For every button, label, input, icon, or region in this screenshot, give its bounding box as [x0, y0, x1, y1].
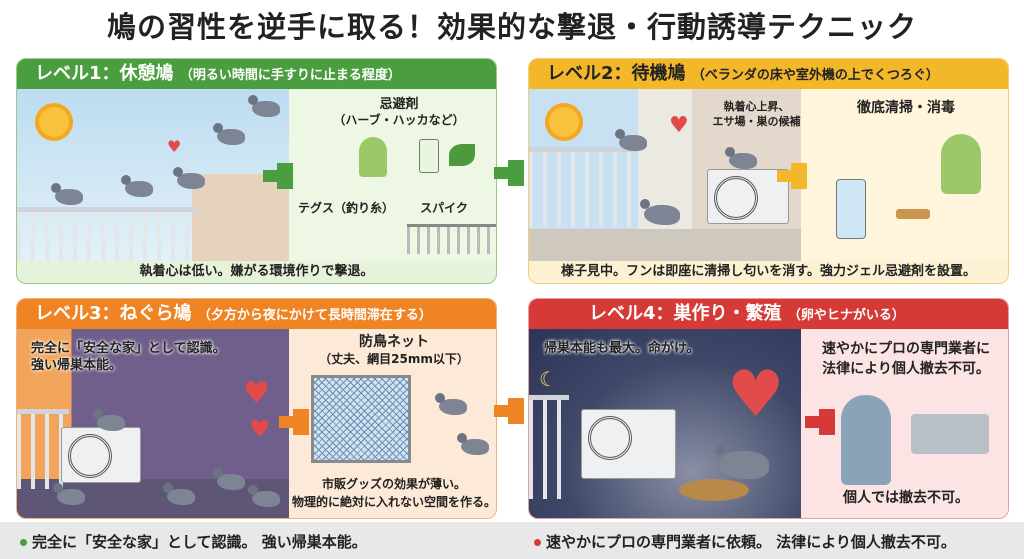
level3-header: レベル3：ねぐら鳩 （夕方から夜にかけて長時間滞在する） — [17, 299, 496, 329]
arrow-icon — [805, 409, 835, 435]
level2-heading: レベル2：待機鳩 — [547, 63, 686, 84]
repellent-label: 忌避剤 — [379, 97, 419, 112]
law-note: 法律により個人撤去不可。 — [822, 361, 990, 377]
repellent-examples: （ハーブ・ハッカなど） — [333, 113, 465, 127]
arrow-icon — [263, 163, 293, 189]
professional-note: 速やかにプロの専門業者に — [822, 341, 990, 357]
summary-bar: 完全に「安全な家」として認識。 強い帰巣本能。 速やかにプロの専門業者に依頼。 … — [0, 522, 1024, 559]
pigeon-icon — [53, 483, 85, 505]
pigeon-icon — [51, 183, 83, 205]
arrow-icon — [777, 163, 807, 189]
spikes-icon — [407, 224, 496, 254]
air-conditioner-unit — [61, 427, 141, 483]
cleaning-label: 徹底清掃・消毒 — [857, 100, 955, 116]
fishing-line-label: テグス（釣り糸） — [297, 201, 394, 215]
level3-to-level4-arrow — [494, 398, 524, 424]
instinct-note: 帰巣本能も最大。命がけ。 — [544, 341, 700, 356]
attachment-note-2: エサ場・巣の候補 — [712, 115, 801, 128]
attachment-note-1: 執着心上昇、 — [723, 100, 790, 113]
level4-illustration: ☾ 帰巣本能も最大。命がけ。 ♥ — [529, 329, 801, 518]
level4-subheading: （卵やヒナがいる） — [787, 308, 905, 323]
homing-note: 強い帰巣本能。 — [31, 358, 123, 373]
no-self-removal-note: 個人では撤去不可。 — [843, 490, 969, 506]
net-note-1: 市販グッズの効果が薄い。 — [321, 477, 466, 491]
level1-illustration: ♥ — [17, 89, 289, 261]
bird-net-spec: （丈夫、網目25mm以下） — [319, 352, 469, 366]
spray-bottle-icon — [419, 139, 439, 173]
summary-left-text: 完全に「安全な家」として認識。 強い帰巣本能。 — [32, 533, 367, 551]
person-cleaning-icon — [941, 134, 981, 194]
level1-to-level2-arrow — [494, 160, 524, 186]
heart-icon: ♥ — [669, 113, 689, 138]
bullet-icon — [534, 539, 541, 546]
pigeon-icon — [435, 393, 467, 415]
level1-header: レベル1：休憩鳩 （明るい時間に手すりに止まる程度） — [17, 59, 496, 89]
level2-panel: レベル2：待機鳩 （ベランダの床や室外機の上でくつろぐ） ♥ 執着心上昇、 エサ… — [528, 58, 1009, 284]
pigeon-icon — [725, 147, 757, 169]
level1-caption: 執着心は低い。嫌がる環境作りで撃退。 — [139, 264, 374, 279]
spray-bottle-icon — [836, 179, 866, 239]
railing — [17, 409, 69, 489]
level4-panel: レベル4：巣作り・繁殖 （卵やヒナがいる） ☾ 帰巣本能も最大。命がけ。 ♥ 速… — [528, 298, 1009, 519]
bullet-icon — [20, 539, 27, 546]
pest-control-worker-icon — [841, 395, 891, 485]
bird-net-label: 防鳥ネット — [359, 334, 429, 350]
moon-icon: ☾ — [539, 367, 557, 391]
pigeon-icon — [615, 129, 647, 151]
net-note-2: 物理的に絶対に入れない空間を作る。 — [291, 495, 496, 509]
nest-icon — [679, 479, 749, 501]
railing — [529, 147, 637, 227]
truck-icon — [911, 414, 989, 454]
heart-icon: ♥ — [167, 137, 182, 156]
summary-right: 速やかにプロの専門業者に依頼。 法律により個人撤去不可。 — [534, 531, 956, 552]
arrow-icon — [279, 409, 309, 435]
level2-subheading: （ベランダの床や室外機の上でくつろぐ） — [691, 68, 939, 83]
pigeon-icon — [640, 199, 680, 225]
heart-icon: ♥ — [727, 358, 785, 432]
railing — [17, 207, 197, 261]
level3-heading: レベル3：ねぐら鳩 — [35, 303, 192, 324]
mint-leaf-icon — [449, 144, 475, 166]
level1-remedies: 忌避剤 （ハーブ・ハッカなど） テグス（釣り糸） スパイク — [289, 89, 496, 261]
pigeon-icon — [457, 433, 489, 455]
pigeon-icon — [213, 468, 245, 490]
level3-illustration: 完全に「安全な家」として認識。 強い帰巣本能。 ♥ ♥ — [17, 329, 289, 518]
pigeon-icon — [163, 483, 195, 505]
person-spraying-icon — [359, 137, 387, 177]
summary-right-text: 速やかにプロの専門業者に依頼。 法律により個人撤去不可。 — [546, 533, 956, 551]
pigeon-icon — [715, 445, 769, 479]
pigeon-icon — [248, 485, 280, 507]
level4-heading: レベル4：巣作り・繁殖 — [589, 303, 782, 324]
level1-subheading: （明るい時間に手すりに止まる程度） — [179, 68, 401, 83]
bird-net-icon — [311, 375, 411, 463]
level2-header: レベル2：待機鳩 （ベランダの床や室外機の上でくつろぐ） — [529, 59, 1008, 89]
pigeon-icon — [93, 409, 125, 431]
spike-label: スパイク — [420, 201, 468, 215]
pigeon-icon — [121, 175, 153, 197]
sun-icon — [39, 107, 69, 137]
page-title: 鳩の習性を逆手に取る！効果的な撃退・行動誘導テクニック — [106, 10, 917, 44]
pigeon-icon — [248, 95, 280, 117]
level2-illustration: ♥ 執着心上昇、 エサ場・巣の候補 — [529, 89, 801, 261]
pigeon-icon — [213, 123, 245, 145]
level3-panel: レベル3：ねぐら鳩 （夕方から夜にかけて長時間滞在する） 完全に「安全な家」とし… — [16, 298, 497, 519]
brush-icon — [896, 209, 930, 219]
heart-icon: ♥ — [249, 415, 271, 443]
railing — [529, 395, 569, 499]
sun-icon — [549, 107, 579, 137]
heart-icon: ♥ — [243, 376, 270, 411]
level4-remedies: 速やかにプロの専門業者に 法律により個人撤去不可。 個人では撤去不可。 — [801, 329, 1008, 518]
level2-caption: 様子見中。フンは即座に清掃し匂いを消す。強力ジェル忌避剤を設置。 — [561, 264, 976, 279]
pigeon-icon — [173, 167, 205, 189]
summary-left: 完全に「安全な家」として認識。 強い帰巣本能。 — [20, 531, 367, 552]
recognition-note: 完全に「安全な家」として認識。 — [31, 341, 226, 356]
air-conditioner-unit — [707, 169, 789, 224]
level4-header: レベル4：巣作り・繁殖 （卵やヒナがいる） — [529, 299, 1008, 329]
level3-subheading: （夕方から夜にかけて長時間滞在する） — [197, 308, 432, 323]
air-conditioner-unit — [581, 409, 676, 479]
level2-remedies: 徹底清掃・消毒 — [801, 89, 1008, 261]
level1-heading: レベル1：休憩鳩 — [35, 63, 174, 84]
level1-panel: レベル1：休憩鳩 （明るい時間に手すりに止まる程度） ♥ 忌避剤 （ハーブ・ハッ… — [16, 58, 497, 284]
level3-remedies: 防鳥ネット （丈夫、網目25mm以下） 市販グッズの効果が薄い。 物理的に絶対に… — [289, 329, 496, 518]
